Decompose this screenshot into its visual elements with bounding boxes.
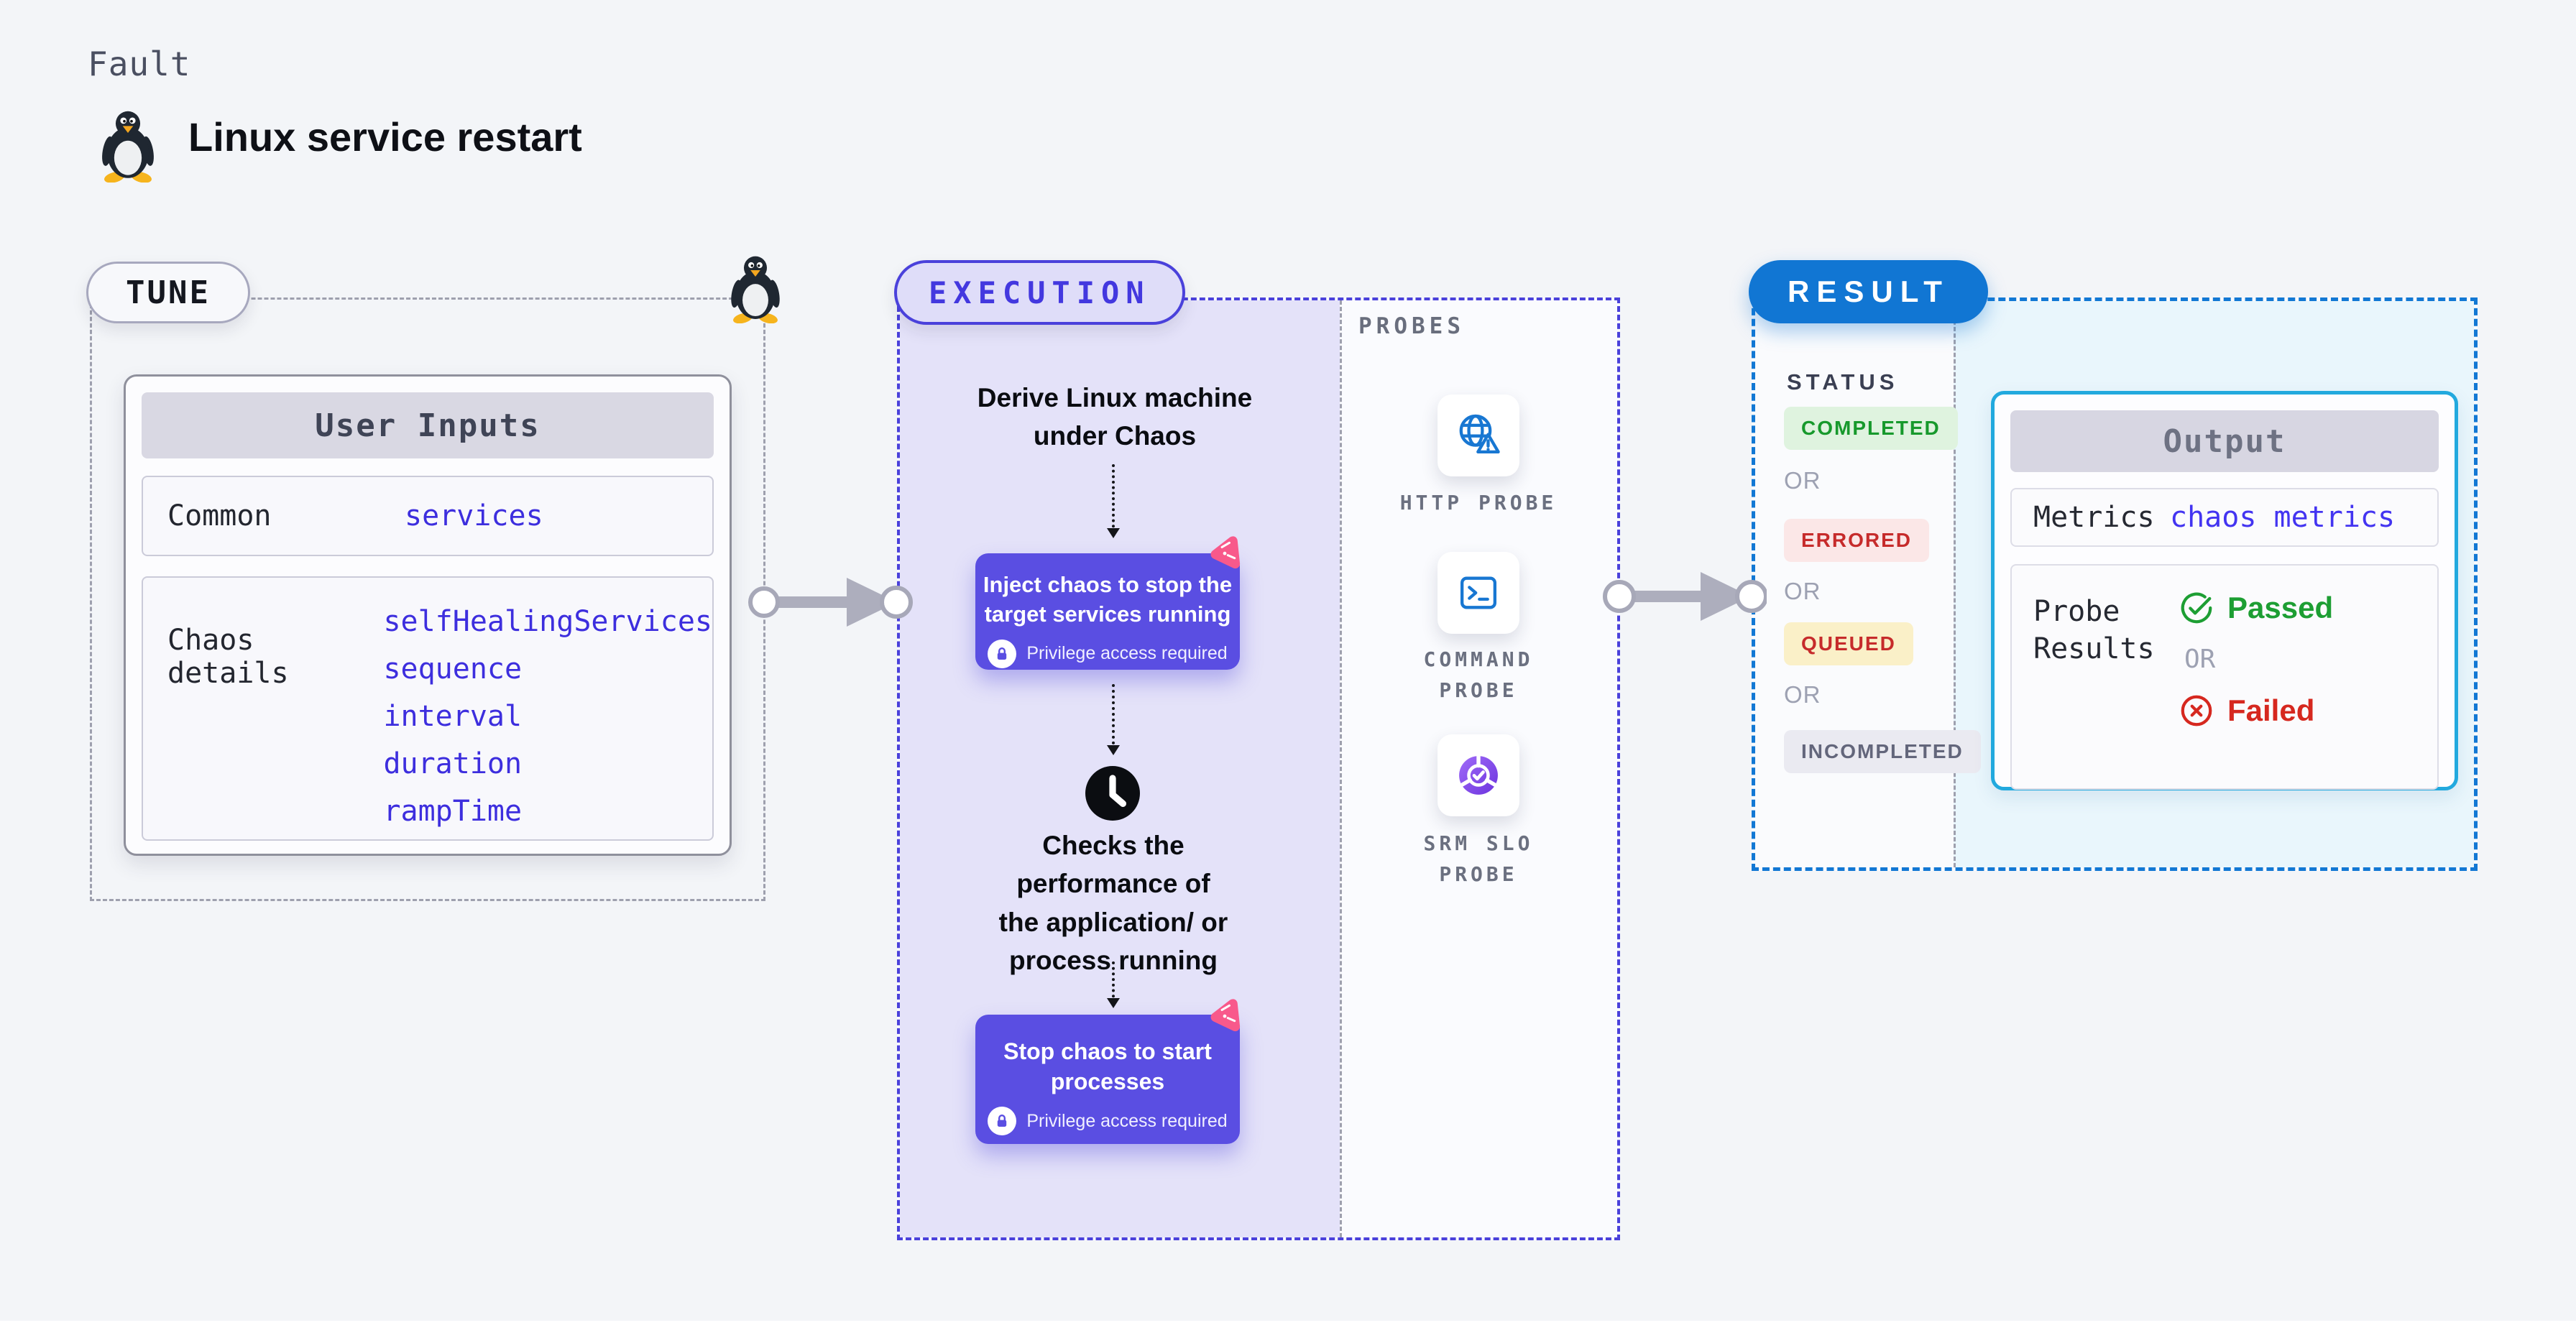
chaos-burst-icon [1210, 999, 1241, 1032]
passed-text: Passed [2227, 591, 2334, 624]
terminal-icon [1460, 576, 1497, 609]
metrics-label: Metrics [2033, 501, 2155, 534]
input-value: sequence [383, 652, 523, 686]
user-inputs-header: User Inputs [142, 392, 714, 458]
probes-pane [1340, 300, 1617, 1237]
status-or-text: OR [1784, 578, 1821, 604]
status-badge-queued: QUEUED [1784, 622, 1913, 665]
input-value: services [405, 499, 543, 532]
srm-slo-probe-label: SRM SLO PROBE [1423, 831, 1534, 887]
execution-to-result-arrow [1603, 572, 1767, 621]
status-or-text: OR [1784, 467, 1821, 494]
page-title: Linux service restart [188, 114, 582, 160]
status-badge-errored: ERRORED [1784, 519, 1930, 562]
globe-alert-icon [1459, 414, 1500, 454]
tux-penguin-icon [731, 256, 780, 323]
tune-to-execution-arrow [748, 578, 913, 627]
srm-slo-probe-card [1438, 734, 1519, 816]
inject-chaos-step: Inject chaos to stop the target services… [975, 553, 1240, 670]
input-value: selfHealingServices [383, 605, 712, 638]
execution-badge: EXECUTION [894, 260, 1185, 325]
row-label: Common [167, 499, 272, 532]
output-header: Output [2010, 410, 2439, 472]
fault-eyebrow-label: Fault [88, 45, 191, 83]
probe-results-row: Probe Results Passed OR [2010, 564, 2439, 790]
chaos-burst-icon [1210, 536, 1241, 569]
checks-step-text: Checks the performance of the applicatio… [998, 831, 1228, 975]
user-inputs-row-chaos-details: Chaos details selfHealingServices sequen… [142, 576, 714, 841]
status-badge-incompleted: INCOMPLETED [1784, 730, 1981, 773]
probes-label: PROBES [1358, 313, 1465, 339]
stop-chaos-step: Stop chaos to start processes Privilege … [975, 1015, 1240, 1144]
privilege-note: Privilege access required [1026, 643, 1228, 664]
tune-badge: TUNE [86, 262, 250, 323]
flow-arrow-down [1107, 464, 1120, 538]
flow-arrow-down [1107, 684, 1120, 755]
input-value: interval [383, 700, 523, 733]
privilege-note: Privilege access required [1026, 1110, 1228, 1131]
row-label: Chaos details [167, 624, 289, 690]
lock-icon [988, 639, 1017, 668]
user-inputs-card: User Inputs Common services Chaos detail… [124, 374, 732, 856]
output-card: Output Metrics chaos metrics Probe Resul… [1991, 391, 2458, 790]
result-badge: RESULT [1749, 260, 1988, 323]
inject-step-title: Inject chaos to stop the target services… [983, 572, 1233, 627]
status-label: STATUS [1787, 369, 1899, 395]
slo-donut-check-icon [1459, 754, 1498, 795]
tux-penguin-icon [102, 111, 154, 183]
command-probe-label: COMMAND PROBE [1423, 647, 1534, 703]
probe-results-label: Probe Results [2033, 595, 2155, 665]
lock-icon [988, 1107, 1017, 1136]
status-badge-completed: COMPLETED [1784, 407, 1958, 450]
failed-text: Failed [2227, 693, 2315, 727]
status-or-text: OR [1784, 681, 1821, 708]
x-circle-icon [2181, 695, 2212, 726]
http-probe-label: HTTP PROBE [1399, 491, 1558, 515]
metrics-value: chaos metrics [2170, 501, 2396, 534]
metrics-row: Metrics chaos metrics [2010, 488, 2439, 547]
derive-step-text: Derive Linux machine under Chaos [977, 383, 1253, 451]
probe-or-text: OR [2184, 645, 2216, 674]
input-value: duration [383, 747, 523, 780]
check-circle-icon [2181, 592, 2212, 624]
flow-arrow-down [1107, 961, 1120, 1008]
user-inputs-row-common: Common services [142, 476, 714, 556]
command-probe-card [1438, 552, 1519, 634]
http-probe-card [1438, 395, 1519, 476]
footer-strip [0, 1321, 2576, 1338]
clock-icon [1085, 766, 1140, 821]
input-value: rampTime [383, 795, 523, 828]
stop-step-title: Stop chaos to start processes [1003, 1038, 1212, 1095]
